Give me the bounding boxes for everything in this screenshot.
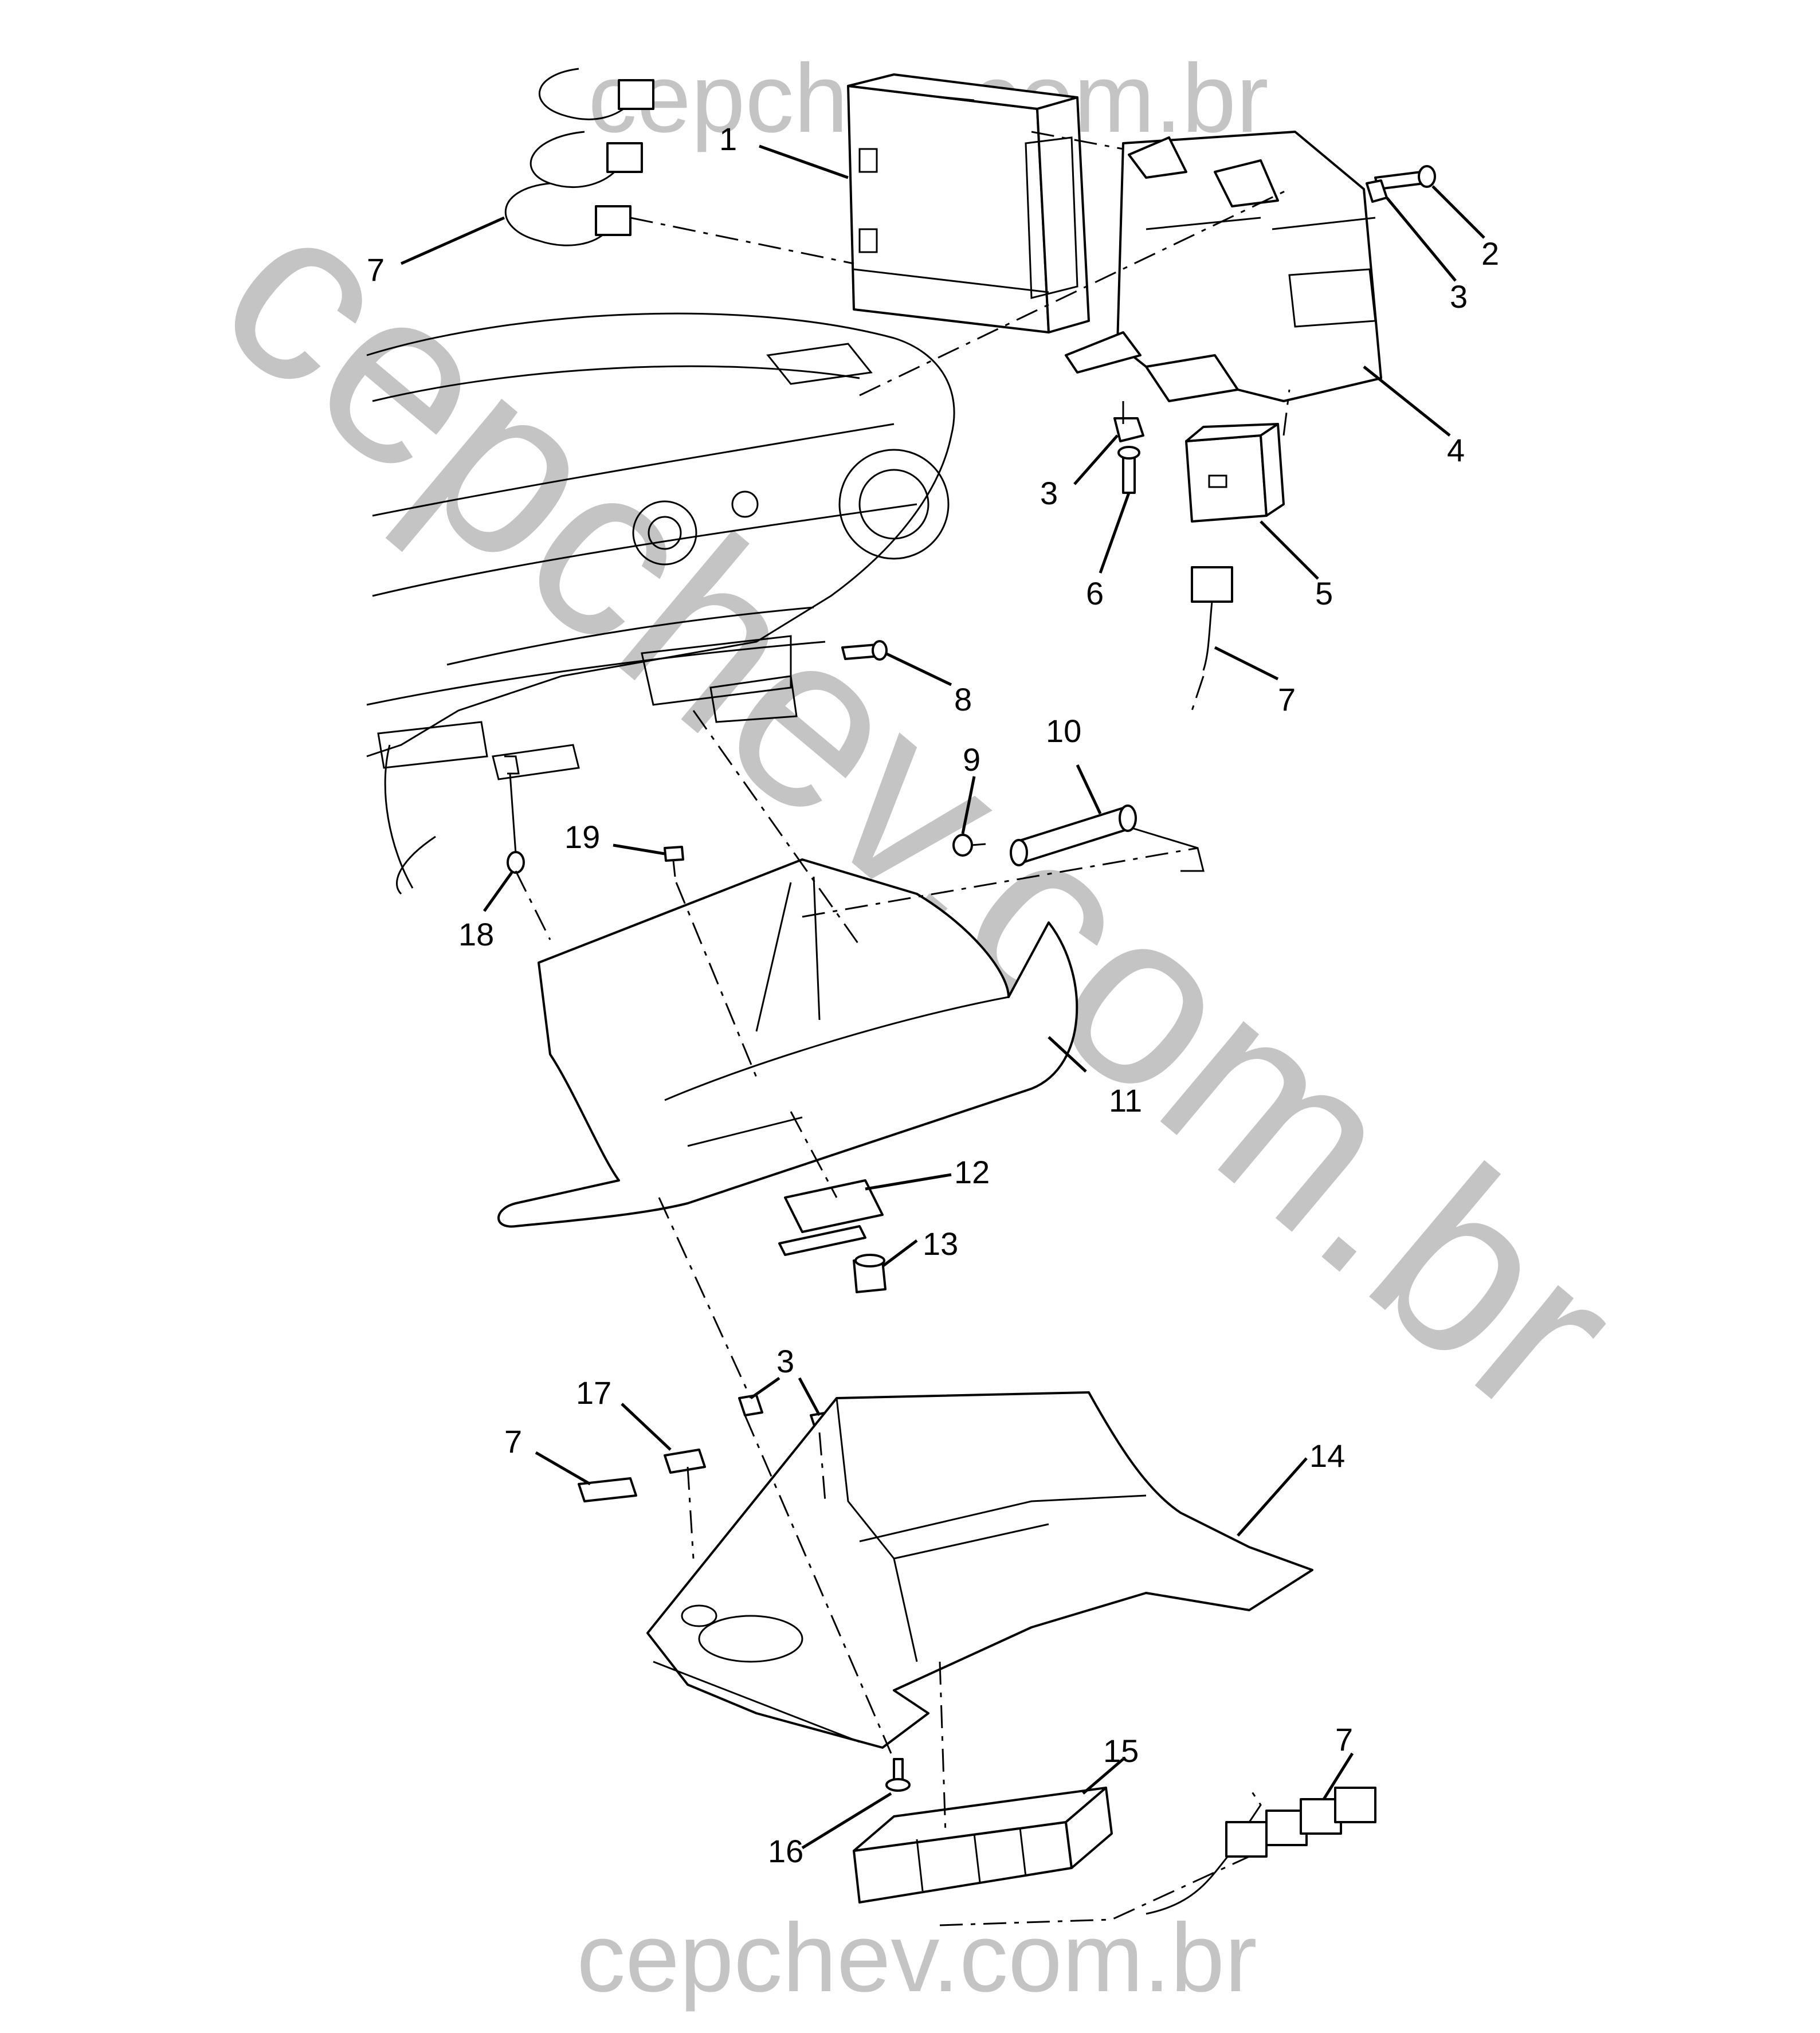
callout-7: 7 <box>1335 1721 1353 1757</box>
callout-18: 18 <box>458 916 494 952</box>
part-1-control-module <box>847 73 1090 333</box>
part-5-module <box>1185 423 1285 523</box>
callout-10: 10 <box>1046 713 1081 749</box>
watermark-bottom: cepchev.com.br <box>576 1904 1257 2012</box>
part-4-bracket <box>1065 131 1382 402</box>
part-7-connector-right <box>1191 566 1233 671</box>
part-8-pin <box>841 640 888 661</box>
part-6-screw <box>1117 446 1140 494</box>
callout-3: 3 <box>1040 475 1058 511</box>
callout-9: 9 <box>963 741 980 778</box>
callout-13: 13 <box>923 1226 958 1262</box>
part-7-harness-top-left <box>505 68 654 246</box>
part-3-nut-middle <box>1113 417 1144 442</box>
part-18-clip <box>504 755 525 874</box>
part-2-screw <box>1374 165 1436 190</box>
part-12-latch <box>778 1179 884 1256</box>
part-15-module <box>853 1787 1113 1904</box>
callout-1: 1 <box>719 121 737 157</box>
callout-15: 15 <box>1103 1733 1139 1769</box>
callout-6: 6 <box>1086 575 1104 611</box>
callout-8: 8 <box>954 681 972 717</box>
callout-19: 19 <box>564 819 600 855</box>
callout-2: 2 <box>1481 236 1499 272</box>
part-3-nut-lower-a <box>738 1394 763 1416</box>
callout-7: 7 <box>504 1423 522 1459</box>
callout-labels: 1 2 3 3 3 4 5 6 7 7 7 7 8 9 10 11 12 13 … <box>367 121 1499 1869</box>
callout-16: 16 <box>768 1833 803 1869</box>
part-9-screw <box>952 834 986 857</box>
part-11-glove-box-door <box>497 858 1078 1228</box>
part-10-damper <box>1010 804 1205 872</box>
part-16-screw <box>885 1758 911 1792</box>
watermark-diagonal: cepchev.com.br <box>172 151 1668 1469</box>
part-17-switch <box>664 1449 706 1474</box>
part-7-connector-left-lower <box>578 1477 637 1502</box>
callout-3: 3 <box>1450 278 1468 315</box>
callout-17: 17 <box>576 1375 611 1411</box>
callout-3: 3 <box>776 1343 794 1379</box>
part-14-glove-box-housing <box>646 1391 1313 1749</box>
part-13-knob <box>853 1254 887 1293</box>
callout-7: 7 <box>367 252 385 288</box>
instrument-panel <box>366 312 955 895</box>
part-7-harness-bottom-right <box>1146 1787 1376 1915</box>
callout-12: 12 <box>954 1154 990 1190</box>
leader-lines <box>400 144 1485 1850</box>
callout-5: 5 <box>1315 575 1333 611</box>
callout-11: 11 <box>1109 1082 1142 1118</box>
part-19-stop <box>664 846 684 877</box>
callout-4: 4 <box>1447 432 1465 468</box>
callout-14: 14 <box>1309 1438 1345 1474</box>
callout-7: 7 <box>1278 681 1296 717</box>
alignment-lines <box>515 131 1291 1926</box>
